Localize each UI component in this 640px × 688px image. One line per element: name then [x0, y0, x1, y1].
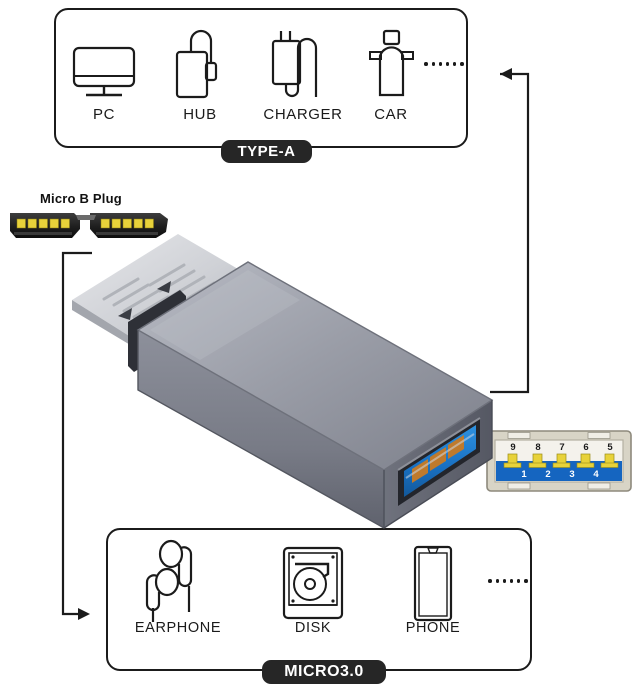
hard-disk-icon: [278, 546, 348, 624]
label-earphone: EARPHONE: [134, 620, 222, 636]
label-charger: CHARGER: [263, 106, 343, 123]
micro-category-box: [106, 528, 532, 671]
earbuds-icon: [141, 539, 215, 624]
pin-number-7: 7: [559, 442, 565, 453]
micro-badge: MICRO3.0: [262, 660, 386, 684]
adapter-usb-a-port: [397, 417, 481, 506]
usb-pinout-icon: [486, 430, 632, 492]
micro-icon-row: [108, 532, 528, 624]
ellipsis-dots-icon: [424, 62, 464, 66]
pin-number-9: 9: [510, 442, 516, 453]
pin-number-3: 3: [569, 469, 575, 480]
pin-number-4: 4: [593, 469, 599, 480]
pin-number-8: 8: [535, 442, 541, 453]
pin-number-6: 6: [583, 442, 589, 453]
type-a-label-row: PC HUB CHARGER CAR: [56, 106, 466, 123]
type-a-item-hub: [152, 27, 248, 101]
type-a-item-charger: [248, 27, 358, 101]
car-charger-icon: [366, 27, 416, 101]
micro-item-earphone: [108, 539, 248, 624]
ellipsis-dots-icon: [488, 579, 528, 583]
micro-item-disk: [248, 546, 378, 624]
usb-hub-icon: [169, 27, 231, 101]
type-a-badge: TYPE-A: [221, 140, 312, 163]
adapter-body: [136, 261, 494, 529]
pin-number-5: 5: [607, 442, 613, 453]
label-hub: HUB: [183, 106, 217, 123]
pin-number-2: 2: [545, 469, 551, 480]
label-phone: PHONE: [405, 620, 461, 636]
type-a-item-car: [358, 27, 424, 101]
smartphone-icon: [410, 545, 456, 624]
type-a-icon-row: [56, 16, 466, 101]
micro-item-phone: [378, 545, 488, 624]
type-a-more-indicator: [424, 27, 464, 101]
pin-number-1: 1: [521, 469, 527, 480]
type-a-item-pc: [56, 27, 152, 101]
wall-charger-icon: [265, 27, 341, 101]
micro-label-row: EARPHONE DISK PHONE: [108, 620, 528, 636]
micro-more-indicator: [488, 538, 528, 624]
monitor-icon: [70, 27, 138, 101]
label-car: CAR: [374, 106, 408, 123]
label-disk: DISK: [294, 620, 332, 636]
label-pc: PC: [92, 106, 116, 123]
micro-b-plug-icon: [10, 213, 168, 238]
micro-b-plug-label: Micro B Plug: [40, 191, 122, 206]
usb-pinout-legend: 9 8 7 6 5 1 2 3 4: [486, 430, 632, 492]
